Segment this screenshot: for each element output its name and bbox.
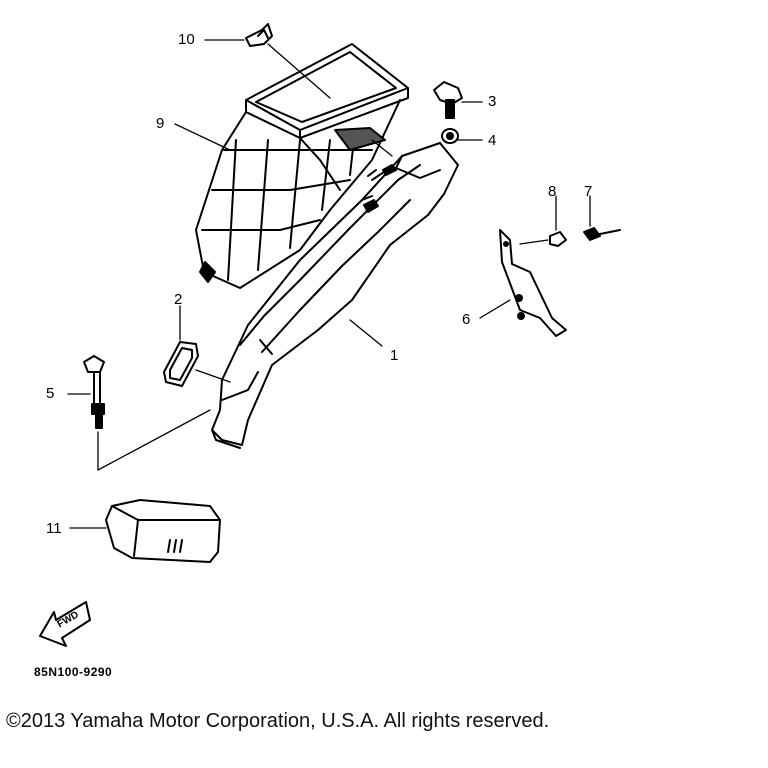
part-9-air-duct [195,43,409,289]
callout-6: 6 [462,311,471,328]
leader-lines [67,39,591,529]
forward-arrow-icon: FWD [39,601,91,647]
part-8-nut [549,231,567,247]
callout-3: 3 [488,93,497,110]
callout-1: 1 [390,347,399,364]
callout-8: 8 [548,183,557,200]
part-6-bracket [499,229,567,337]
callout-7: 7 [584,183,593,200]
part-2-seal [163,341,199,387]
callout-4: 4 [488,132,497,149]
part-7-screw [583,227,621,241]
callout-2: 2 [174,291,183,308]
part-1-cover [211,142,459,449]
callout-11: 11 [46,520,62,537]
copyright-notice: ©2013 Yamaha Motor Corporation, U.S.A. A… [6,710,550,732]
part-code: 85N100-9290 [34,665,113,679]
callout-9: 9 [156,115,165,132]
callout-5: 5 [46,385,55,402]
callout-10: 10 [178,31,195,48]
part-4-washer [441,128,459,144]
part-5-bolt [83,355,105,429]
part-11-block [105,499,221,563]
part-10-clip [245,23,273,47]
parts-diagram: FWD [39,23,621,647]
part-3-screw [433,81,463,119]
